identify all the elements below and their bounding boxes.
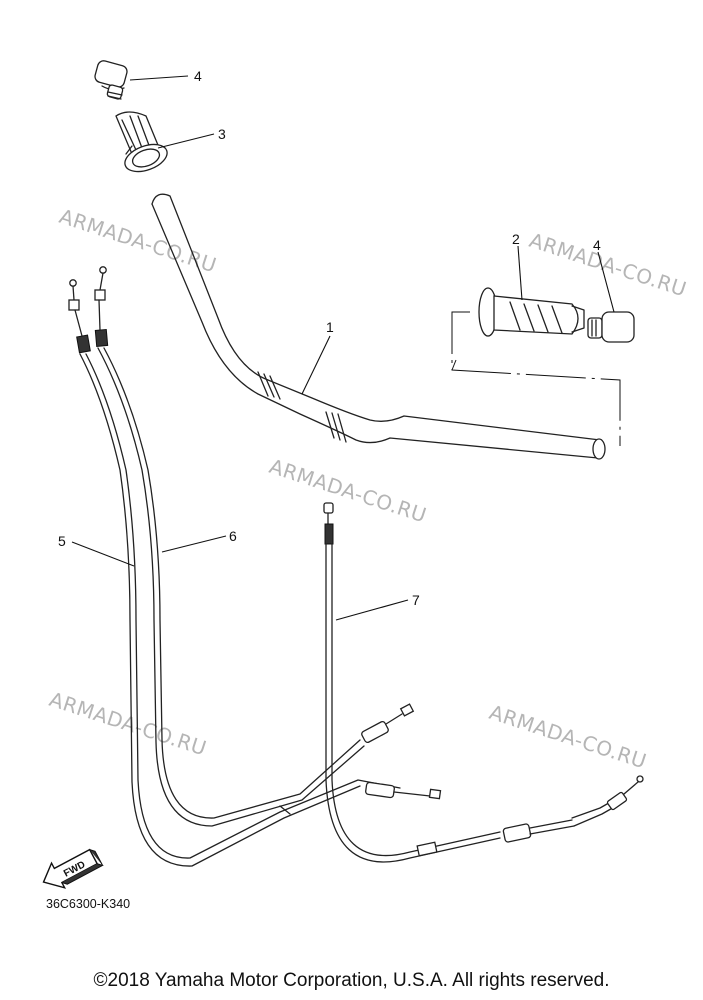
handlebar — [151, 193, 606, 460]
grip-right — [478, 287, 585, 337]
callout-3: 3 — [218, 126, 226, 142]
watermark-1: ARMADA-CO.RU — [56, 204, 219, 277]
fwd-arrow-icon — [42, 848, 99, 889]
assembly-lines — [451, 311, 621, 446]
leader-4-top — [129, 75, 189, 81]
watermarks: ARMADA-CO.RU ARMADA-CO.RU ARMADA-CO.RU A… — [46, 204, 689, 773]
callout-4-top: 4 — [194, 68, 202, 84]
clutch-cable — [323, 502, 644, 863]
leader-1 — [301, 335, 331, 395]
callout-5: 5 — [58, 533, 66, 549]
callout-numbers: 4 3 1 2 4 5 6 7 — [58, 68, 601, 608]
callout-2: 2 — [512, 231, 520, 247]
callout-4-right: 4 — [593, 237, 601, 253]
leader-6 — [161, 535, 227, 553]
watermark-4: ARMADA-CO.RU — [46, 687, 209, 760]
leader-3 — [157, 133, 215, 149]
diagram-code: 36C6300-K340 — [46, 897, 130, 911]
callout-6: 6 — [229, 528, 237, 544]
callout-7: 7 — [412, 592, 420, 608]
throttle-grip — [115, 111, 168, 173]
leader-2 — [517, 245, 523, 301]
bar-end-top — [94, 60, 128, 100]
fwd-arrow: FWD — [42, 848, 104, 889]
copyright-text: ©2018 Yamaha Motor Corporation, U.S.A. A… — [93, 970, 610, 991]
leader-7 — [335, 599, 409, 621]
watermark-3: ARMADA-CO.RU — [266, 454, 429, 527]
leader-5 — [71, 541, 135, 567]
leader-lines — [71, 75, 615, 621]
leader-4-right — [597, 251, 615, 313]
bar-end-right — [587, 311, 635, 343]
watermark-5: ARMADA-CO.RU — [486, 700, 649, 773]
throttle-cables — [68, 266, 442, 867]
callout-1: 1 — [326, 319, 334, 335]
